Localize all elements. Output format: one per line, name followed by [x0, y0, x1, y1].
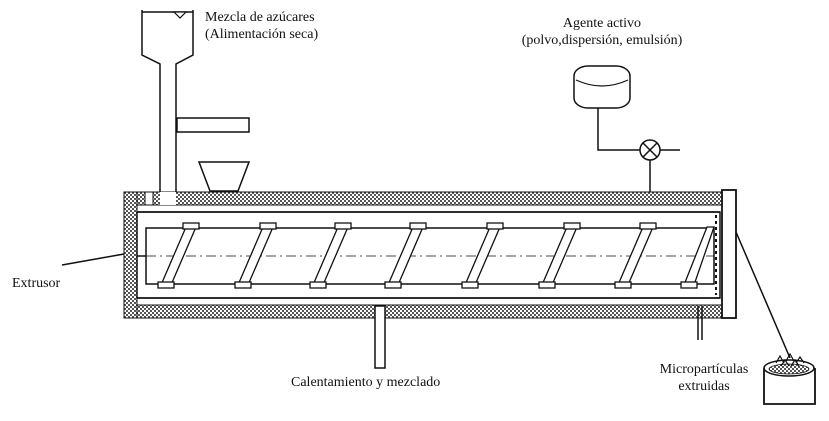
- output-label: Micropartículas extruidas: [654, 361, 754, 395]
- feed-hopper: [141, 10, 194, 195]
- feed-label: Mezcla de azúcares (Alimentación seca): [205, 9, 318, 43]
- valve-icon: [639, 139, 661, 161]
- die-to-pot-line: [735, 231, 791, 359]
- collection-pot: [763, 359, 816, 405]
- output-label-line1: Micropartículas: [659, 362, 749, 377]
- extruder-label: Extrusor: [12, 276, 61, 291]
- die-plate: [715, 189, 737, 319]
- secondary-hopper: [197, 161, 251, 192]
- output-label-line2: extruidas: [678, 379, 730, 394]
- agent-label: Agente activo (polvo,dispersión, emulsió…: [502, 15, 702, 49]
- extruder-pointer: [61, 253, 125, 266]
- agent-label-line2: (polvo,dispersión, emulsión): [521, 33, 683, 48]
- agent-tank-lid: [575, 79, 629, 87]
- feed-label-line1: Mezcla de azúcares: [205, 10, 315, 25]
- feed-label-line2: (Alimentación seca): [205, 27, 319, 42]
- level-indicator-icon: [172, 11, 188, 19]
- agent-label-line1: Agente activo: [562, 16, 642, 31]
- microparticles-icon: [775, 352, 805, 367]
- heating-label: Calentamiento y mezclado: [291, 375, 441, 390]
- agent-tank: [573, 65, 631, 109]
- agent-feed-line: [597, 108, 640, 151]
- heater-rod: [374, 305, 386, 369]
- barrel: [136, 211, 721, 299]
- side-plate: [176, 117, 250, 133]
- screw: [145, 222, 715, 289]
